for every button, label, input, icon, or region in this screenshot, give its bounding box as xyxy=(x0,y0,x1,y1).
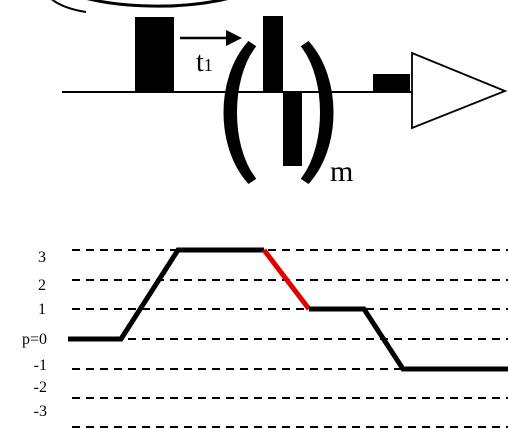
level-label-0: p=0 xyxy=(22,331,47,348)
loop-pulse-up xyxy=(263,16,283,93)
coherence-diagram: 3 2 1 p=0 -1 -2 -3 xyxy=(22,247,508,428)
loop-right-paren xyxy=(300,41,334,184)
coherence-pathway-part2 xyxy=(309,306,508,372)
t1-label: t1 xyxy=(196,47,213,78)
level-label-minus2: -2 xyxy=(34,379,47,396)
acquisition-pulse xyxy=(373,74,410,92)
excitation-pulse xyxy=(135,17,174,93)
top-ellipse-left xyxy=(51,0,87,13)
top-ellipse-fragment xyxy=(86,0,229,8)
coherence-level-labels: 3 2 1 p=0 -1 -2 -3 xyxy=(22,249,47,420)
coherence-pathway-part1 xyxy=(68,247,264,342)
level-label-minus3: -3 xyxy=(34,403,47,420)
coherence-pathway-highlight xyxy=(262,248,311,311)
coherence-level-lines xyxy=(72,249,508,428)
pulse-sequence: t1 m xyxy=(51,0,508,188)
level-label-2: 2 xyxy=(38,277,46,294)
acquisition-fid xyxy=(411,51,508,130)
loop-count-label: m xyxy=(330,155,353,188)
loop-left-paren xyxy=(223,41,257,184)
level-label-3: 3 xyxy=(38,249,46,266)
t1-arrow-head xyxy=(226,30,242,46)
loop-pulse-down xyxy=(283,92,302,166)
level-label-1: 1 xyxy=(38,301,46,318)
level-label-minus1: -1 xyxy=(34,357,47,374)
